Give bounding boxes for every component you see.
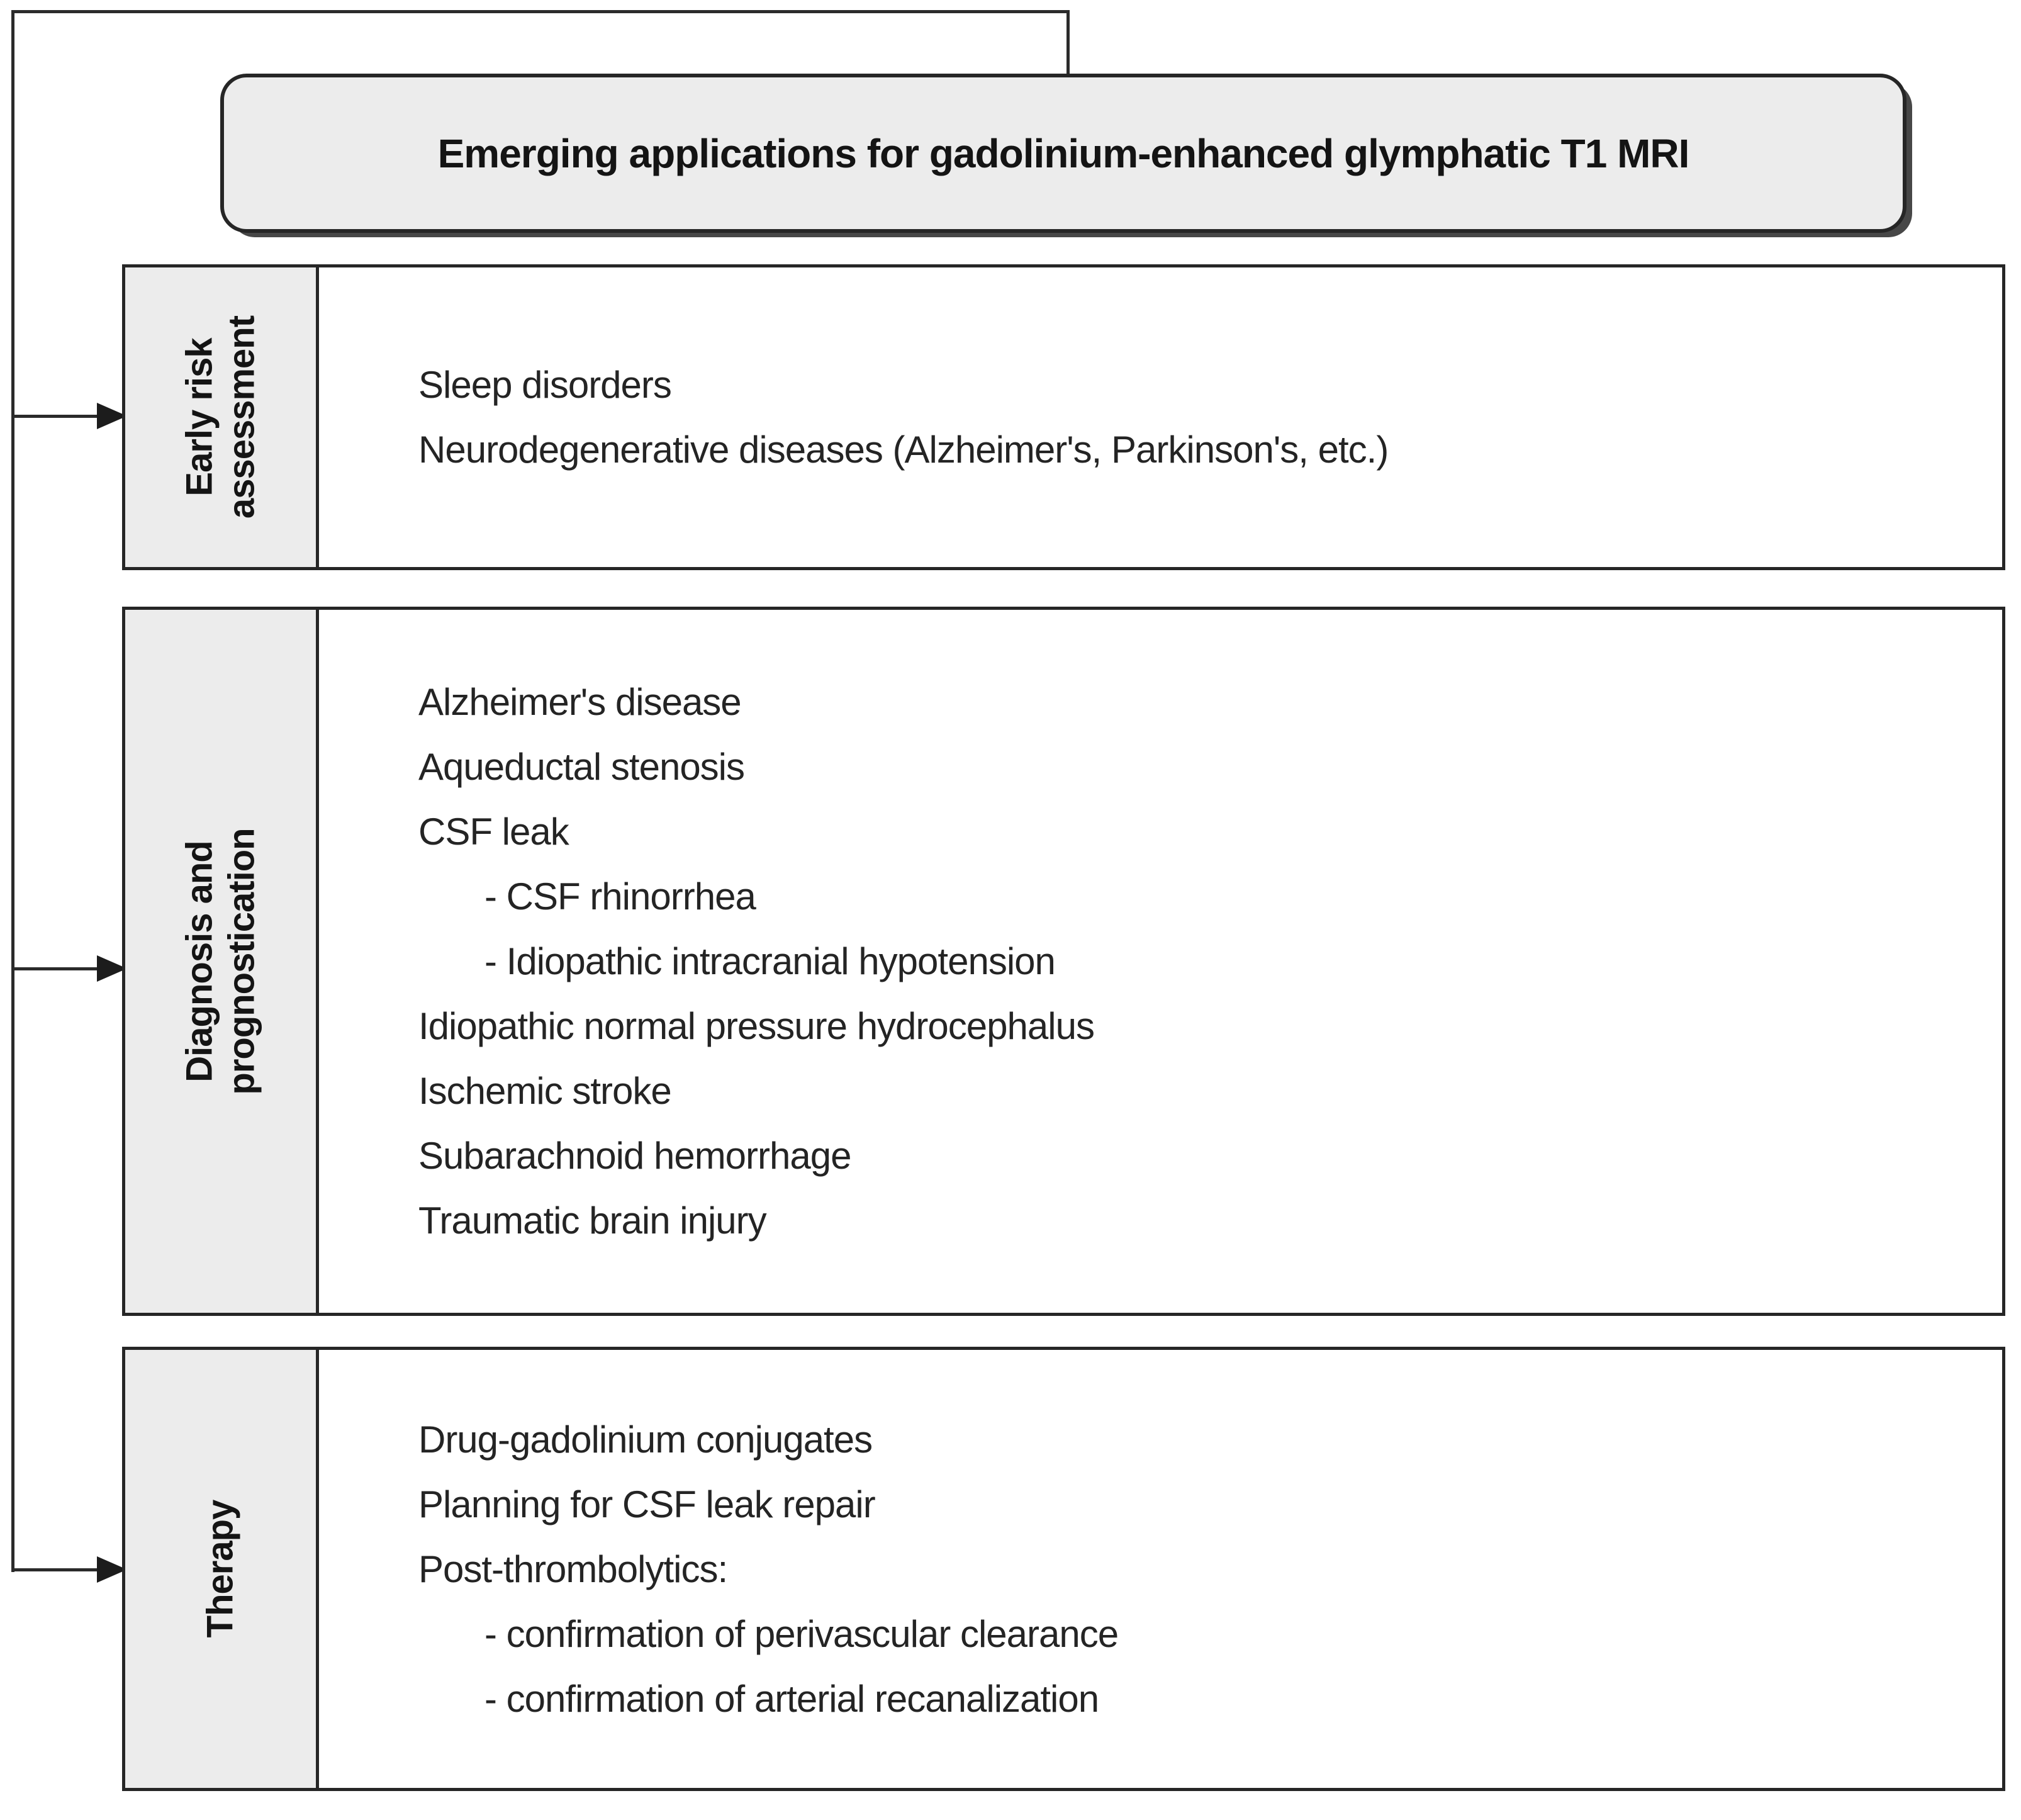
section-label: Diagnosis and prognostication: [178, 828, 262, 1095]
list-item: Idiopathic normal pressure hydrocephalus: [418, 1005, 1095, 1047]
list-item: - confirmation of arterial recanalizatio…: [484, 1677, 1099, 1720]
connector-branch-line: [11, 1568, 98, 1571]
list-item: Traumatic brain injury: [418, 1199, 767, 1242]
connector-top-line: [11, 10, 1070, 13]
section-label: Therapy: [199, 1500, 241, 1638]
list-item: - Idiopathic intracranial hypotension: [484, 940, 1056, 982]
list-item: - confirmation of perivascular clearance: [484, 1612, 1119, 1655]
section-label-column: Diagnosis and prognostication: [125, 610, 319, 1313]
connector-title-drop-line: [1066, 10, 1070, 77]
section-label: Early risk assessment: [178, 315, 262, 519]
title-box: Emerging applications for gadolinium-enh…: [220, 74, 1906, 233]
connector-branch-line: [11, 415, 98, 418]
list-item: Neurodegenerative diseases (Alzheimer's,…: [418, 429, 1389, 471]
list-item: CSF leak: [418, 811, 569, 853]
list-item: Post-thrombolytics:: [418, 1548, 728, 1590]
list-item: Aqueductal stenosis: [418, 746, 745, 788]
section-label-column: Therapy: [125, 1350, 319, 1788]
list-item: - CSF rhinorrhea: [484, 875, 756, 918]
section-diagnosis-prognostication: Diagnosis and prognostication Alzheimer'…: [122, 607, 2005, 1316]
list-item: Ischemic stroke: [418, 1070, 672, 1112]
connector-branch-line: [11, 967, 98, 970]
list-item: Drug-gadolinium conjugates: [418, 1418, 873, 1461]
list-item: Alzheimer's disease: [418, 681, 742, 723]
connector-trunk-line: [11, 10, 14, 1572]
list-item: Sleep disorders: [418, 364, 672, 406]
list-item: Subarachnoid hemorrhage: [418, 1135, 851, 1177]
figure-title: Emerging applications for gadolinium-enh…: [437, 130, 1690, 176]
list-item: Planning for CSF leak repair: [418, 1483, 876, 1525]
section-label-column: Early risk assessment: [125, 267, 319, 567]
